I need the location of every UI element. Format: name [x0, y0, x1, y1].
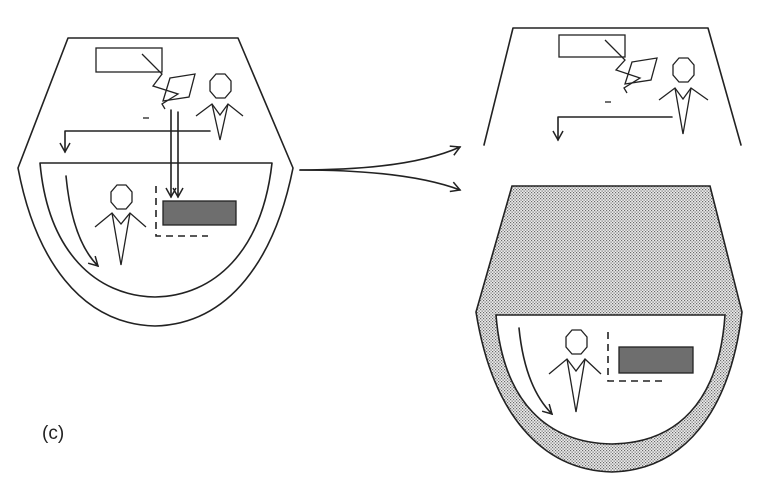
left-zigzag-connector — [141, 53, 180, 110]
left-top-rectangle-icon — [95, 47, 163, 73]
left-top-person-icon — [195, 73, 244, 141]
right-top-container — [483, 27, 742, 146]
left-parallelogram-icon — [162, 73, 196, 102]
right-top-rectangle-icon — [558, 34, 626, 58]
left-inner-person-icon — [94, 184, 147, 266]
split-arrow-icon — [299, 145, 462, 193]
right-bottom-dark-block — [618, 346, 694, 374]
right-bottom-curved-arrow-icon — [518, 327, 554, 416]
right-bottom-container — [475, 185, 743, 473]
left-return-arrow — [59, 130, 211, 154]
right-top-person-icon — [658, 57, 709, 135]
right-top-parallelogram-icon — [624, 57, 658, 85]
left-container — [17, 37, 294, 327]
left-outer-shape — [17, 37, 294, 327]
right-bottom-person-icon — [548, 329, 602, 413]
right-top-outer-shape — [483, 27, 742, 146]
right-top-zigzag-connector — [604, 39, 642, 94]
left-dashed-bracket-icon — [155, 186, 208, 237]
right-top-return-arrow — [552, 116, 673, 142]
panel-label: (c) — [42, 423, 65, 444]
left-inner-bowl — [39, 162, 273, 298]
left-dark-block — [162, 200, 237, 226]
right-bottom-dashed-bracket-icon — [607, 332, 666, 382]
left-curved-arrow-icon — [65, 175, 100, 268]
